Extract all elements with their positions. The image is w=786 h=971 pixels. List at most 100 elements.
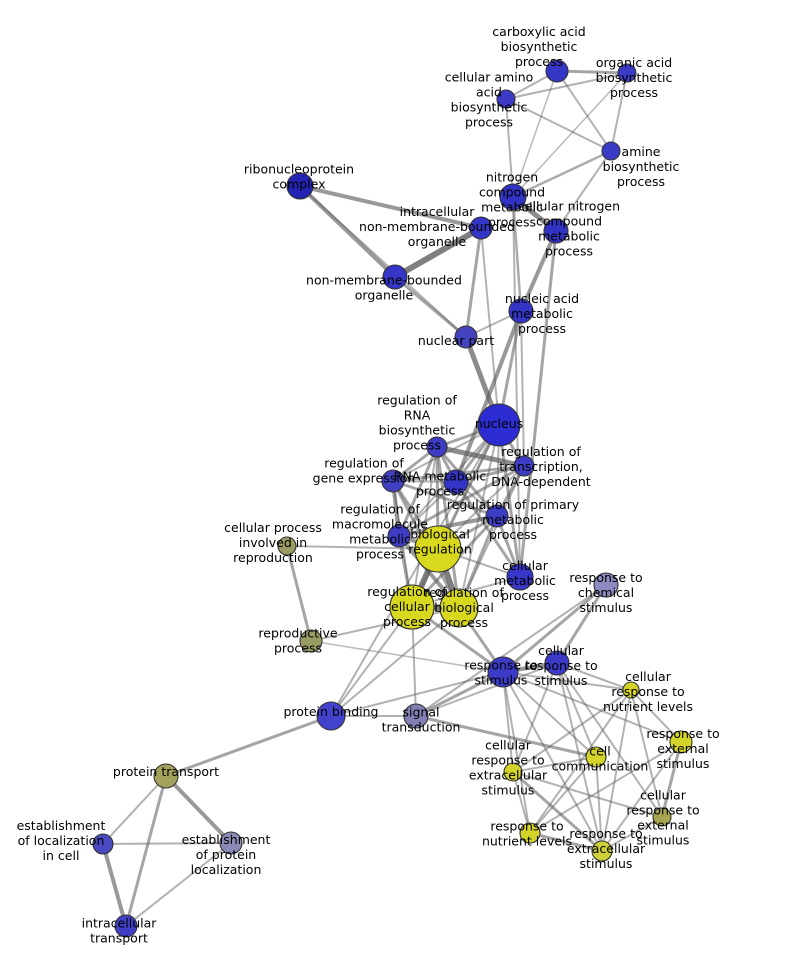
node-intratrans[interactable]: intracellular transport: [114, 914, 138, 938]
node-regtrans[interactable]: regulation of transcription, DNA-depende…: [513, 455, 535, 477]
edge-amine--cellnitro: [555, 150, 612, 232]
node-respnut[interactable]: response to nutrient levels: [519, 822, 541, 844]
node-cellrespstim[interactable]: cellular response to stimulus: [544, 650, 570, 676]
edge-protbind--nucleus: [330, 424, 500, 717]
node-cellrespnut[interactable]: cellular response to nutrient levels: [622, 681, 640, 699]
nodes-layer: carboxylic acid biosynthetic process orga…: [92, 59, 693, 938]
node-protbind[interactable]: protein binding: [316, 701, 346, 731]
edge-protbind--prottrans: [164, 714, 333, 778]
edge-regrna--regtrans: [434, 444, 527, 469]
node-cellrespext[interactable]: cellular response to external stimulus: [652, 807, 672, 827]
node-amine[interactable]: amine biosynthetic process: [601, 141, 621, 161]
edge-cellrespnut--cellrespext: [630, 689, 663, 818]
node-cellcomm[interactable]: cell communication: [585, 746, 607, 768]
edge-cellrespextra--respextra: [511, 770, 604, 853]
node-nucpart[interactable]: nuclear part: [454, 325, 478, 349]
node-label-prottrans: protein transport: [113, 764, 219, 779]
node-nucleus[interactable]: nucleus: [477, 403, 521, 447]
node-reprod[interactable]: reproductive process: [299, 629, 323, 653]
edge-cellrespstim--respchem: [555, 583, 608, 665]
node-prottrans[interactable]: protein transport: [153, 763, 179, 789]
edge-prottrans--estloc: [102, 775, 167, 845]
node-regmacro[interactable]: regulation of macromolecule metabolic pr…: [387, 524, 411, 548]
node-nitro[interactable]: nitrogen compound metabolic process: [499, 183, 527, 211]
edge-cellrespextra--cellrespext: [512, 771, 663, 818]
node-respextra[interactable]: response to extracellular stimulus: [591, 840, 613, 862]
node-regprim[interactable]: regulation of primary metabolic process: [485, 504, 509, 528]
edge-estprotloc--intratrans: [125, 842, 232, 927]
node-orgacid[interactable]: organic acid biosynthetic process: [617, 63, 637, 83]
edge-protbind--regbio: [330, 607, 460, 717]
node-cellnitro[interactable]: cellular nitrogen compound metabolic pro…: [543, 218, 569, 244]
edge-nmb--nucpart: [393, 275, 468, 339]
edge-cellrespstim--cellrespnut: [556, 662, 632, 691]
edge-respstim--cellrespextra: [502, 671, 514, 773]
node-regbio[interactable]: regulation of biological process: [439, 588, 479, 628]
node-aminoacid[interactable]: cellular amino acid biosynthetic process: [496, 89, 516, 109]
edge-protbind--respstim: [330, 671, 504, 717]
edge-respext--respextra: [601, 741, 682, 852]
node-intnmb[interactable]: intracellular non-membrane-bounded organ…: [469, 216, 493, 240]
edges-layer: [101, 69, 683, 928]
edge-nitro--nucacid: [511, 195, 523, 313]
node-rnp[interactable]: ribonucleoprotein complex: [286, 172, 314, 200]
node-bioreg[interactable]: biological regulation: [414, 525, 462, 573]
node-regrna[interactable]: regulation of RNA biosynthetic process: [426, 436, 448, 458]
node-nucacid[interactable]: nucleic acid metabolic process: [508, 298, 534, 324]
node-nmb[interactable]: non-membrane-bounded organelle: [382, 264, 408, 290]
node-carb[interactable]: carboxylic acid biosynthetic process: [545, 59, 569, 83]
edge-carb--orgacid: [555, 69, 629, 75]
node-estloc[interactable]: establishment of localization in cell: [92, 833, 114, 855]
node-respchem[interactable]: response to chemical stimulus: [593, 572, 619, 598]
edge-cellcomm--respnut: [529, 756, 597, 834]
edge-respstim--sigtrans: [414, 670, 505, 718]
edge-cellrespnut--cellrespextra: [512, 689, 632, 773]
edge-respstim--respext: [502, 671, 682, 743]
edge-respext--cellrespext: [660, 740, 683, 819]
node-label-nucleus: nucleus: [475, 416, 523, 431]
node-reggene[interactable]: regulation of gene expression: [381, 469, 405, 493]
edge-reprod--respstim: [310, 640, 504, 673]
edge-amine--nitro: [511, 149, 613, 199]
node-label-nucpart: nuclear part: [418, 333, 494, 348]
edge-respstim--respchem: [501, 583, 608, 674]
edge-reggene--regprim: [391, 479, 499, 518]
node-cellreprod[interactable]: cellular process involved in reproductio…: [277, 536, 297, 556]
node-sigtrans[interactable]: signal transduction: [403, 703, 429, 729]
edge-intnmb--nucleus: [480, 227, 500, 426]
node-respext[interactable]: response to external stimulus: [669, 730, 693, 754]
node-rnamet[interactable]: RNA metabolic process: [443, 469, 469, 495]
edge-intnmb--nmb: [392, 225, 484, 280]
edge-reprod--regbio: [310, 607, 460, 642]
node-respstim[interactable]: response to stimulus: [487, 656, 519, 688]
edge-prottrans--intratrans: [124, 774, 168, 928]
node-cellmet[interactable]: cellular metabolic process: [506, 563, 534, 591]
node-cellrespextra[interactable]: cellular response to extracellular stimu…: [503, 762, 523, 782]
node-regcell[interactable]: regulation of cellular process: [389, 584, 435, 630]
node-estprotloc[interactable]: establishment of protein localization: [219, 831, 243, 855]
